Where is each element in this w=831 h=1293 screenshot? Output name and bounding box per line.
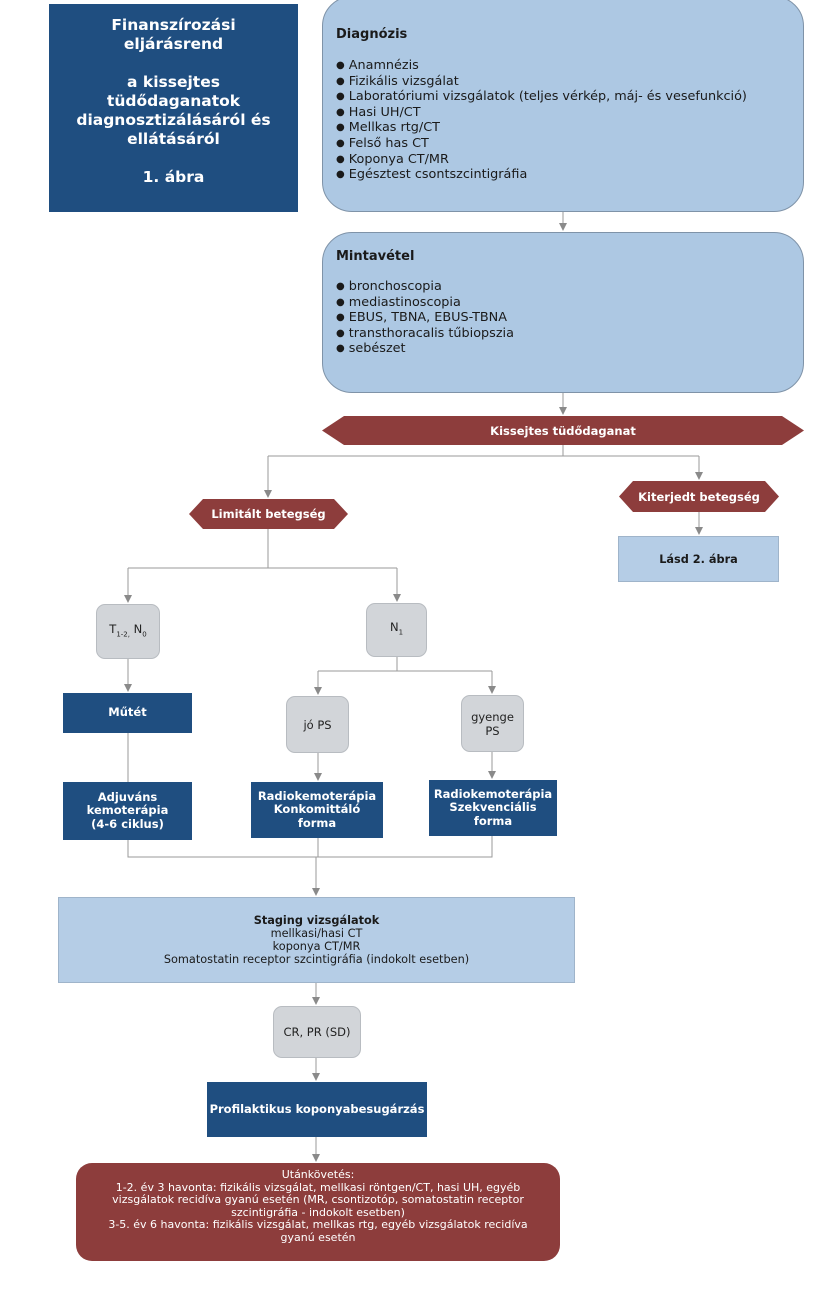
- sampling-box: Mintavétel bronchoscopia mediastinoscopi…: [322, 232, 804, 393]
- staging-line: koponya CT/MR: [272, 940, 361, 953]
- surgery-box: Műtét: [63, 693, 192, 733]
- sampling-item: transthoracalis tűbiopszia: [336, 326, 803, 342]
- sampling-item: bronchoscopia: [336, 279, 803, 295]
- pci-box: Profilaktikus koponyabesugárzás: [207, 1082, 427, 1137]
- n1-node: N1: [366, 603, 427, 657]
- concomitant-line-1: Radiokemoterápia: [257, 788, 377, 803]
- title-line-6: ellátásáról: [127, 130, 220, 148]
- staging-heading: Staging vizsgálatok: [253, 914, 380, 927]
- see-figure-2-box: Lásd 2. ábra: [618, 536, 779, 582]
- sampling-item: sebészet: [336, 341, 803, 357]
- sclc-label: Kissejtes tüdődaganat: [490, 423, 636, 438]
- diagnosis-item: Laboratóriumi vizsgálatok (teljes vérkép…: [336, 89, 803, 105]
- followup-line: vizsgálatok recidíva gyanú esetén (MR, c…: [112, 1193, 524, 1207]
- title-box: Finanszírozási eljárásrend a kissejtes t…: [49, 4, 298, 212]
- adjuvant-line-1: Adjuváns: [97, 789, 158, 804]
- t-stage-label: T1-2, N0: [109, 621, 147, 639]
- see-figure-2-label: Lásd 2. ábra: [659, 552, 738, 566]
- sampling-item: mediastinoscopia: [336, 295, 803, 311]
- connector-n1-split: [318, 657, 398, 672]
- extensive-disease-node: Kiterjedt betegség: [619, 481, 779, 512]
- followup-line: 3-5. év 6 havonta: fizikális vizsgálat, …: [108, 1218, 528, 1232]
- followup-line: 1-2. év 3 havonta: fizikális vizsgálat, …: [115, 1180, 521, 1194]
- adjuvant-line-3: (4-6 ciklus): [91, 816, 164, 831]
- diagnosis-item: Fizikális vizsgálat: [336, 74, 803, 90]
- followup-line: gyanú esetén: [280, 1230, 356, 1244]
- limited-disease-node: Limitált betegség: [189, 499, 348, 529]
- diagnosis-item: Anamnézis: [336, 58, 803, 74]
- sequential-line-1: Radiokemoterápia: [433, 786, 553, 801]
- good-ps-label: jó PS: [303, 717, 332, 732]
- diagnosis-item: Egésztest csontszcintigráfia: [336, 167, 803, 183]
- response-label: CR, PR (SD): [283, 1025, 351, 1039]
- sequential-radiochemo-box: Radiokemoterápia Szekvenciális forma: [429, 780, 557, 836]
- diagnosis-item: Hasi UH/CT: [336, 105, 803, 121]
- n1-label: N1: [389, 620, 404, 637]
- sclc-banner: Kissejtes tüdődaganat: [322, 416, 804, 445]
- connector-merge: [127, 836, 493, 858]
- diagnosis-item: Koponya CT/MR: [336, 152, 803, 168]
- followup-box: Utánkövetés: 1-2. év 3 havonta: fizikáli…: [76, 1163, 560, 1261]
- followup-line: szcintigráfia - indokolt esetben): [231, 1205, 405, 1219]
- followup-line: Utánkövetés:: [281, 1168, 355, 1181]
- concomitant-radiochemo-box: Radiokemoterápia Konkomittáló forma: [251, 782, 383, 838]
- extensive-label: Kiterjedt betegség: [638, 489, 760, 504]
- adjuvant-line-2: kemoterápia: [86, 803, 169, 818]
- diagnosis-heading: Diagnózis: [336, 27, 408, 42]
- diagnosis-item: Felső has CT: [336, 136, 803, 152]
- weak-ps-line-2: PS: [485, 723, 500, 738]
- connector-sclc-split: [268, 445, 564, 457]
- response-node: CR, PR (SD): [273, 1006, 361, 1058]
- title-line-5: diagnosztizálásáról és: [76, 111, 271, 129]
- sampling-item: EBUS, TBNA, EBUS-TBNA: [336, 310, 803, 326]
- limited-label: Limitált betegség: [211, 507, 326, 521]
- concomitant-line-3: forma: [297, 815, 337, 830]
- diagnosis-item: Mellkas rtg/CT: [336, 120, 803, 136]
- staging-line: Somatostatin receptor szcintigráfia (ind…: [163, 953, 470, 966]
- title-line-1: Finanszírozási: [111, 16, 236, 34]
- sequential-line-2: Szekvenciális: [449, 800, 537, 815]
- weak-ps-line-1: gyenge: [471, 709, 514, 724]
- weak-ps-node: gyenge PS: [461, 695, 524, 752]
- concomitant-line-2: Konkomittáló: [273, 802, 361, 817]
- surgery-label: Műtét: [108, 705, 147, 720]
- staging-box: Staging vizsgálatok mellkasi/hasi CT kop…: [58, 897, 575, 983]
- title-line-4: tüdődaganatok: [106, 92, 241, 110]
- t-stage-node: T1-2, N0: [96, 604, 160, 659]
- title-line-2: eljárásrend: [123, 35, 224, 53]
- sequential-line-3: forma: [473, 813, 513, 828]
- diagnosis-box: Diagnózis Anamnézis Fizikális vizsgálat …: [322, 0, 804, 212]
- sampling-heading: Mintavétel: [336, 249, 415, 264]
- good-ps-node: jó PS: [286, 696, 349, 753]
- staging-line: mellkasi/hasi CT: [270, 927, 363, 940]
- title-figure-label: 1. ábra: [142, 168, 205, 186]
- title-line-3: a kissejtes: [127, 73, 220, 91]
- pci-label: Profilaktikus koponyabesugárzás: [209, 1101, 425, 1116]
- adjuvant-chemo-box: Adjuváns kemoterápia (4-6 ciklus): [63, 782, 192, 840]
- connector-limited-split: [128, 529, 269, 569]
